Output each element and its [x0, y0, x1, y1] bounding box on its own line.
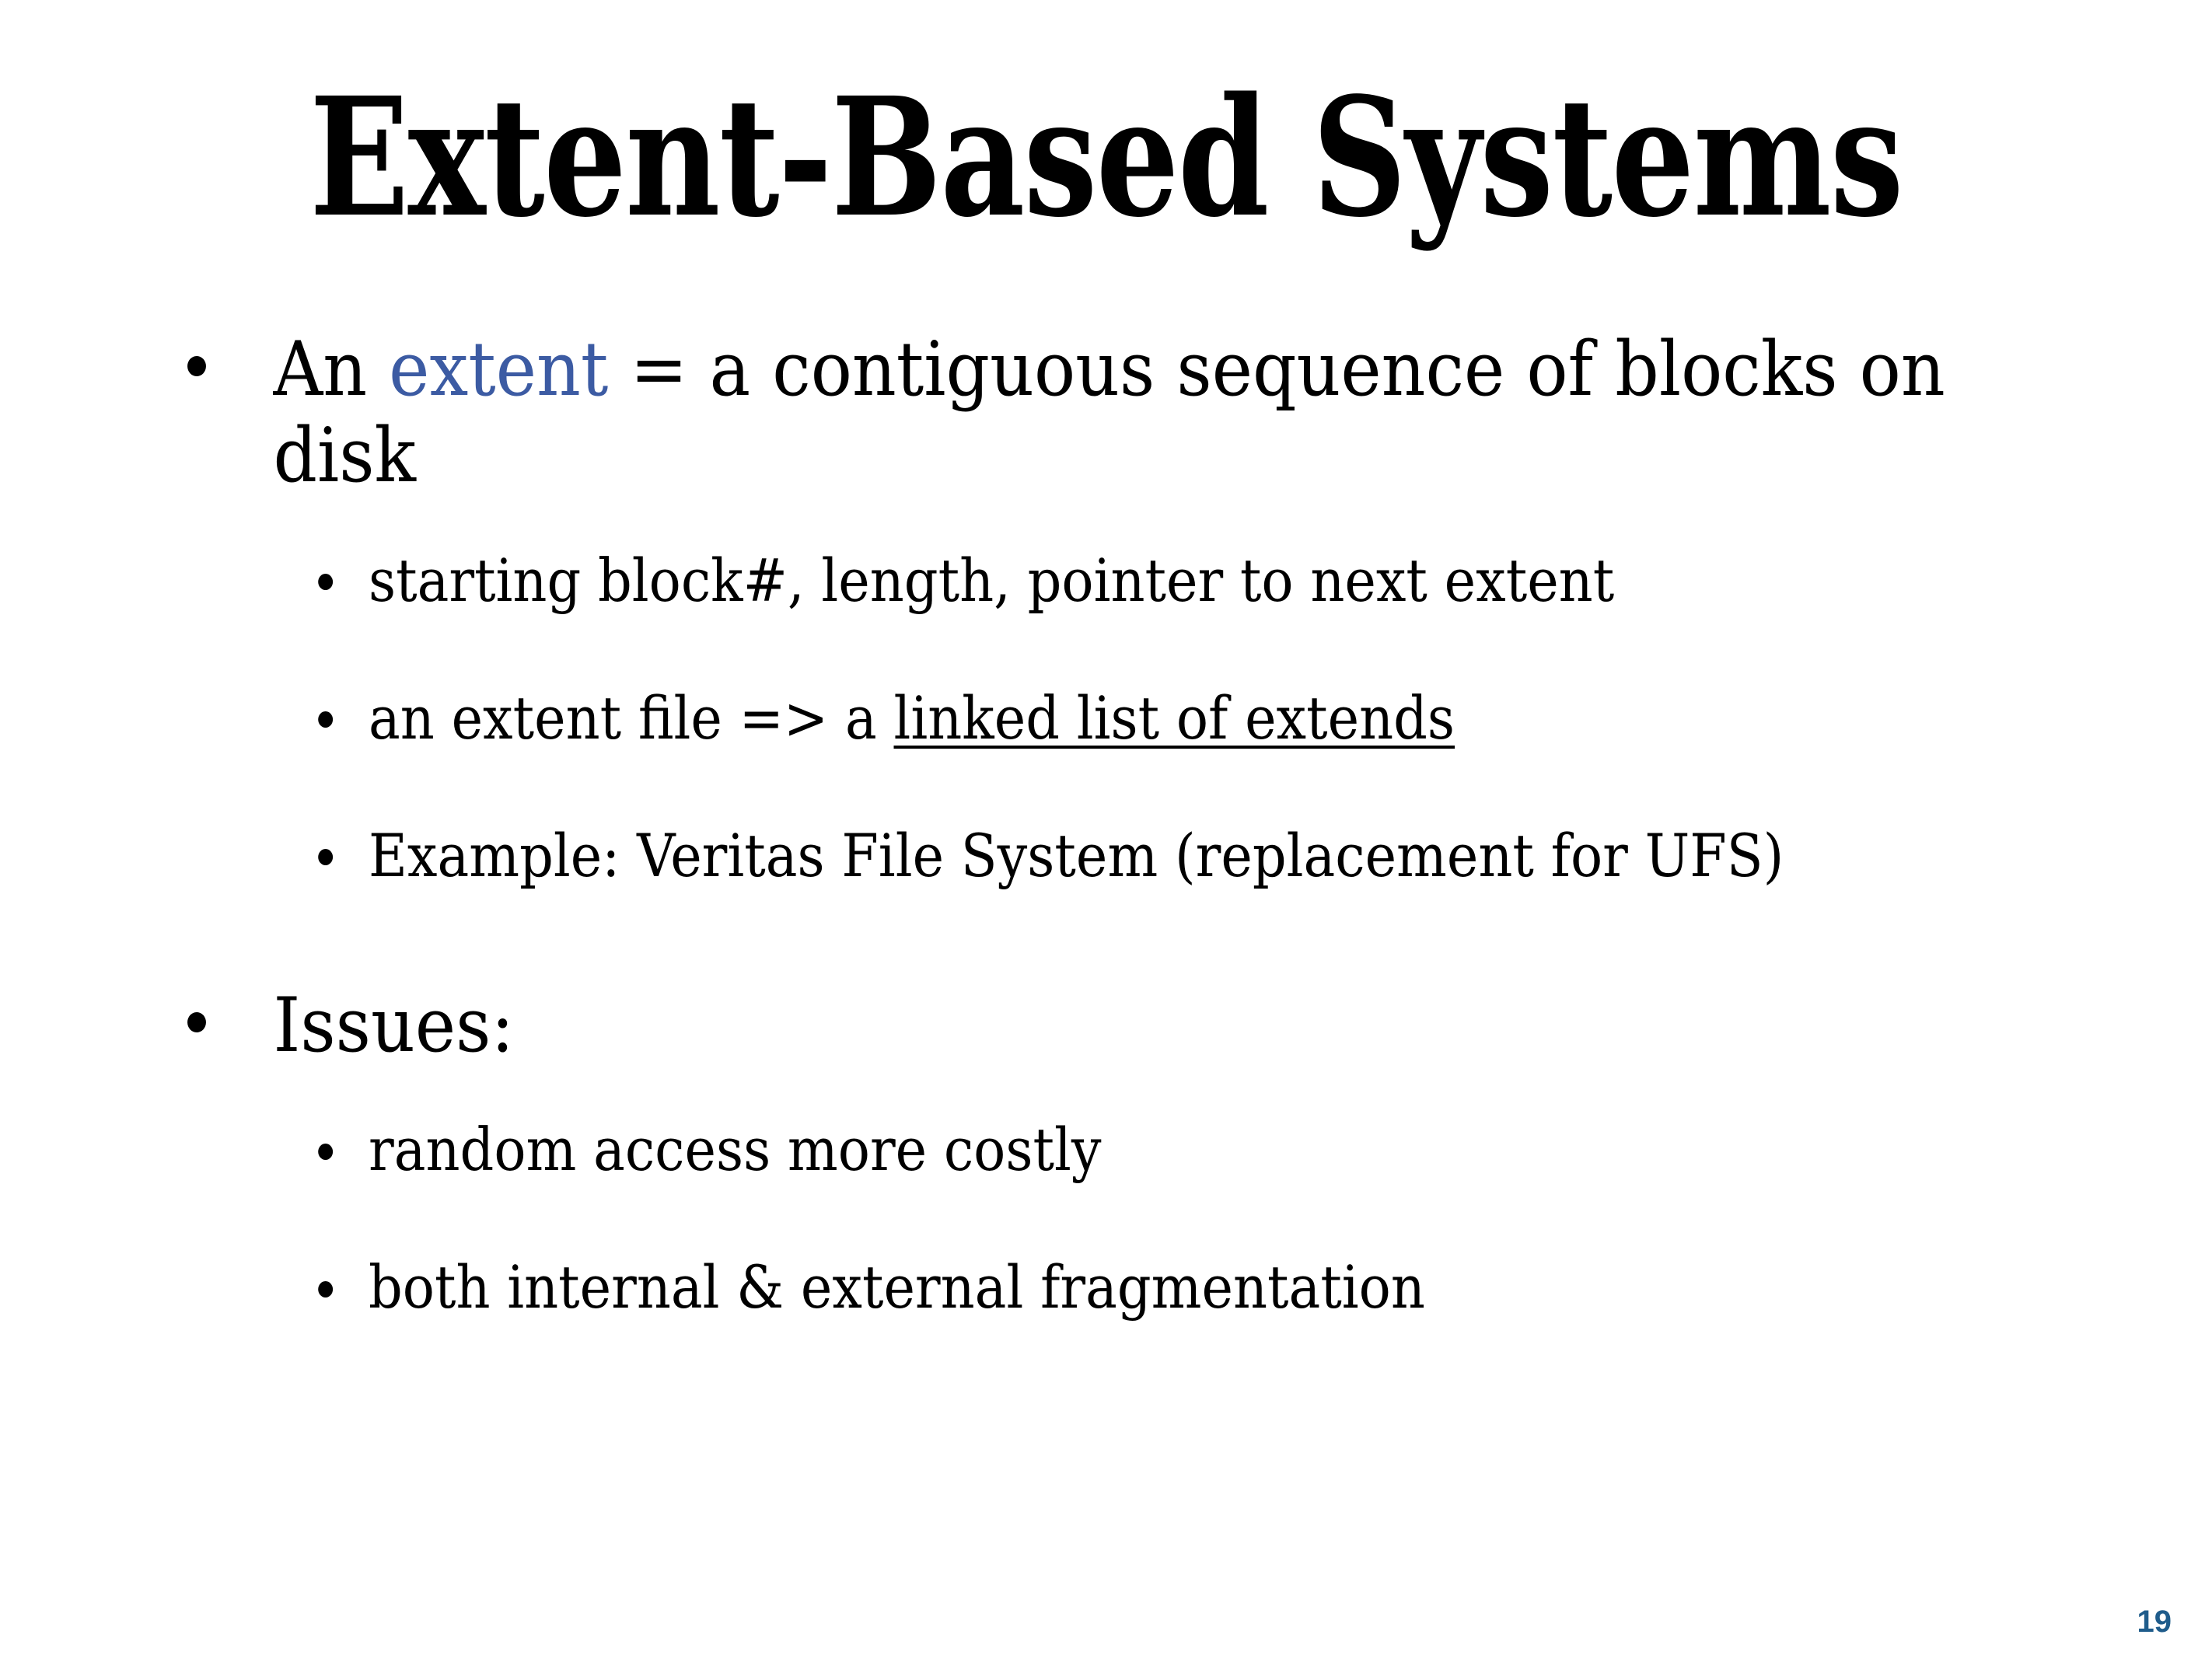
- bullet-dot-icon: [187, 356, 206, 377]
- bullet-label: random access more costly: [369, 1115, 1102, 1185]
- bullet-label: Example: Veritas File System (replacemen…: [369, 820, 1784, 890]
- sub-bullet-group-issues: random access more costly both internal …: [292, 1083, 2107, 1353]
- bullet-label: both internal & external fragmentation: [369, 1252, 1425, 1322]
- bullet-dot-icon: [318, 711, 334, 728]
- bullet-extent-fields: starting block#, length, pointer to next…: [292, 514, 1926, 647]
- page-number: 19: [2137, 1605, 2172, 1639]
- bullet-dot-icon: [318, 574, 334, 591]
- bullet-veritas-example: Example: Veritas File System (replacemen…: [292, 789, 1926, 922]
- bullet-label: Issues:: [273, 981, 515, 1069]
- sub-bullet-group-extent: starting block#, length, pointer to next…: [292, 514, 2107, 922]
- bullet-extent-definition: An extent = a contiguous sequence of blo…: [179, 326, 1953, 500]
- bullet-text-before: an extent file => a: [369, 683, 894, 753]
- bullet-dot-icon: [318, 849, 334, 866]
- page-title: Extent-Based Systems: [309, 61, 1903, 253]
- bullet-dot-icon: [187, 1012, 206, 1033]
- bullet-dot-icon: [318, 1143, 334, 1160]
- bullet-label: starting block#, length, pointer to next…: [369, 545, 1615, 615]
- bullet-text-after: = a contiguous sequence of blocks on dis…: [273, 326, 1945, 500]
- bullet-extent-file-linked-list: an extent file => a linked list of exten…: [292, 651, 1926, 784]
- bullet-random-access: random access more costly: [292, 1083, 1926, 1216]
- bullet-text-before: An: [273, 326, 390, 413]
- slide-body: An extent = a contiguous sequence of blo…: [179, 326, 2107, 1358]
- underlined-phrase: linked list of extends: [893, 683, 1455, 753]
- keyword-extent: extent: [389, 326, 609, 413]
- bullet-fragmentation: both internal & external fragmentation: [292, 1221, 1926, 1353]
- bullet-dot-icon: [318, 1280, 334, 1298]
- bullet-issues-heading: Issues:: [179, 981, 1953, 1069]
